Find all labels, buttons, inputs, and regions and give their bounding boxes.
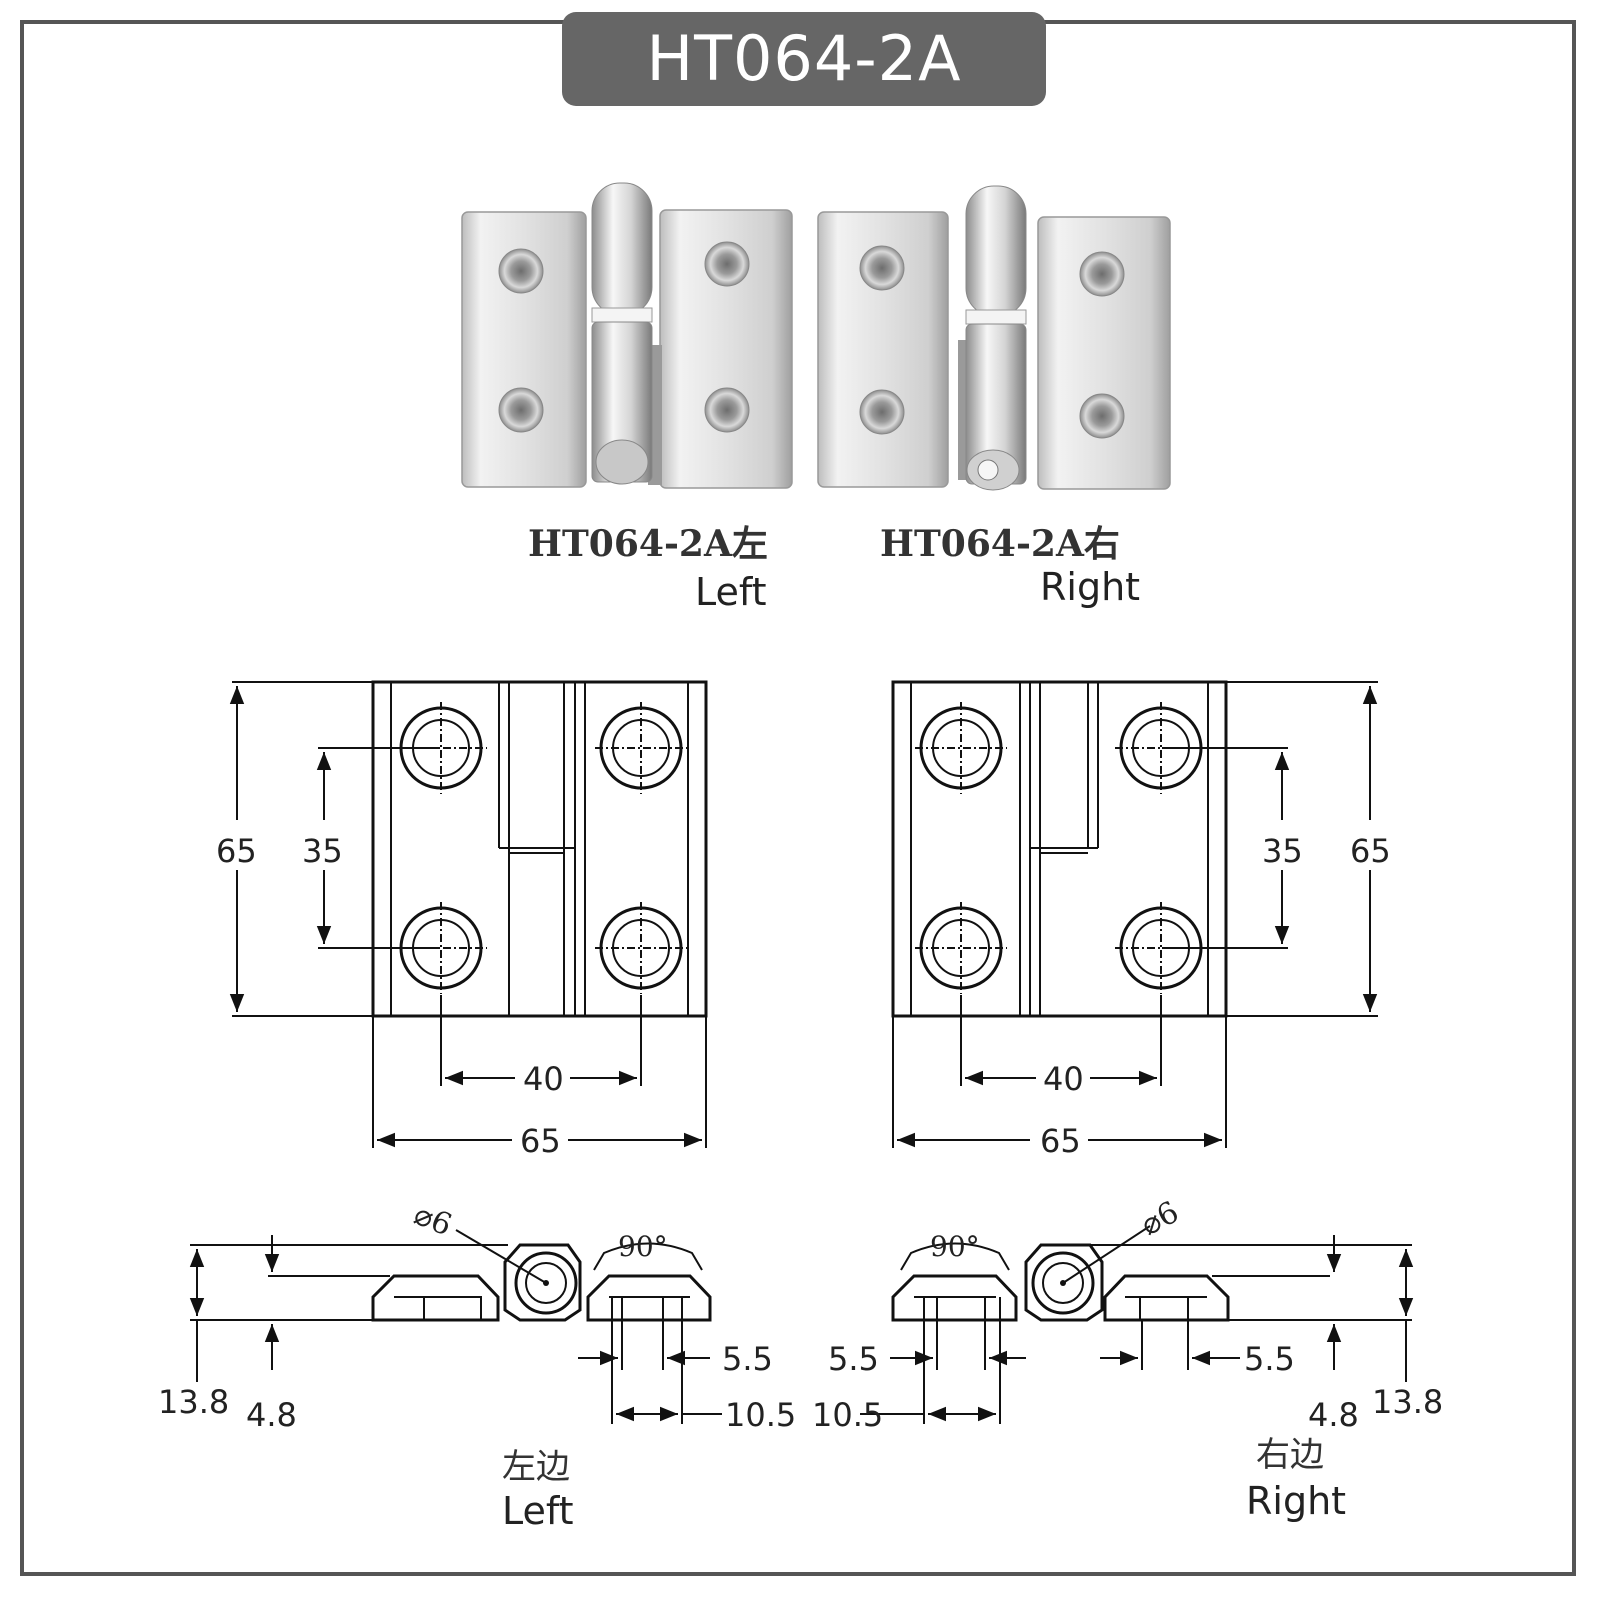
dim-pitch-v-left: 35 bbox=[302, 832, 343, 870]
photo-right-model: HT064-2A右 bbox=[880, 523, 1120, 565]
photo-left-side: Left bbox=[695, 570, 767, 614]
dim-pin-diameter-right: ⌀6 bbox=[1135, 1195, 1184, 1243]
dim-pin-diameter-left: ⌀6 bbox=[409, 1197, 457, 1243]
dim-csk-left: 10.5 bbox=[725, 1396, 796, 1434]
dim-csk-right: 10.5 bbox=[812, 1396, 883, 1434]
photo-left-hinge bbox=[461, 182, 793, 489]
dim-angle-right: 90° bbox=[930, 1230, 980, 1263]
side-left-caption-cn: 左边 bbox=[502, 1447, 570, 1487]
dim-overall-left: 13.8 bbox=[158, 1383, 229, 1421]
photo-right-hinge bbox=[817, 185, 1171, 491]
dim-hole-right-outer: 5.5 bbox=[828, 1340, 879, 1378]
dim-hole-left: 5.5 bbox=[722, 1340, 773, 1378]
side-right-caption-en: Right bbox=[1246, 1479, 1346, 1523]
dim-width-right: 65 bbox=[1040, 1122, 1081, 1160]
dim-height-right: 65 bbox=[1350, 832, 1391, 870]
dim-overall-right: 13.8 bbox=[1372, 1383, 1443, 1421]
dim-leaf-right: 4.8 bbox=[1308, 1396, 1359, 1434]
side-left-caption-en: Left bbox=[502, 1489, 574, 1533]
front-view-left bbox=[229, 680, 708, 1148]
photo-left-model: HT064-2A左 bbox=[528, 523, 768, 565]
dim-pitch-h-left: 40 bbox=[523, 1060, 564, 1098]
dim-pitch-v-right: 35 bbox=[1262, 832, 1303, 870]
dim-angle-left: 90° bbox=[618, 1230, 668, 1263]
side-right-caption-cn: 右边 bbox=[1256, 1435, 1324, 1475]
dim-hole-right: 5.5 bbox=[1244, 1340, 1295, 1378]
side-view-left bbox=[189, 1229, 722, 1424]
dim-width-left: 65 bbox=[520, 1122, 561, 1160]
dim-height-left: 65 bbox=[216, 832, 257, 870]
title-badge: HT064-2A bbox=[562, 12, 1046, 106]
front-view-right bbox=[891, 680, 1378, 1148]
side-view-right bbox=[860, 1225, 1414, 1424]
dim-leaf-left: 4.8 bbox=[246, 1396, 297, 1434]
dim-pitch-h-right: 40 bbox=[1043, 1060, 1084, 1098]
photo-right-side: Right bbox=[1040, 565, 1140, 609]
